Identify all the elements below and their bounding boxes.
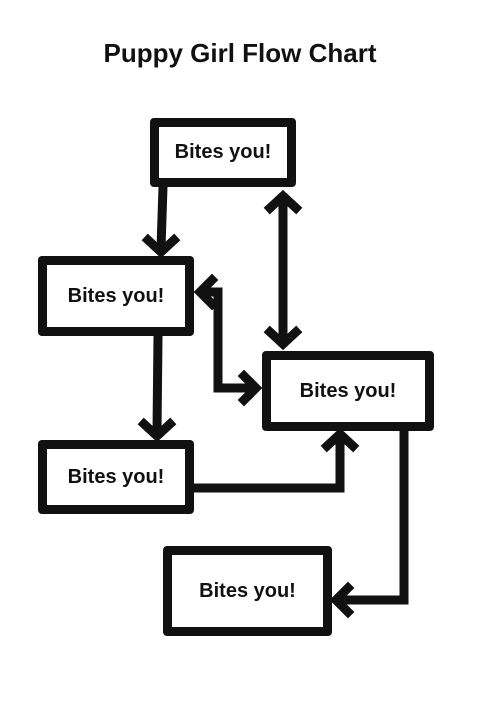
arrowhead-right-icon xyxy=(237,369,263,407)
arrowhead-down-icon xyxy=(137,417,177,443)
flow-node-4: Bites you! xyxy=(38,440,194,514)
flow-node-label: Bites you! xyxy=(299,379,397,402)
flow-node-label: Bites you! xyxy=(199,579,296,602)
arrowhead-left-icon xyxy=(193,273,219,311)
edge-b1-to-b2 xyxy=(156,182,168,253)
edge-b3-to-b5 xyxy=(335,426,409,605)
flow-node-1: Bites you! xyxy=(150,118,296,187)
arrowhead-down-icon xyxy=(141,233,181,259)
edge-b4-to-b3 xyxy=(189,435,345,493)
flow-node-label: Bites you! xyxy=(67,284,165,307)
page-title: Puppy Girl Flow Chart xyxy=(103,38,377,68)
flow-node-3: Bites you! xyxy=(262,351,434,431)
arrowhead-up-icon xyxy=(263,189,303,215)
flow-node-label: Bites you! xyxy=(174,141,272,163)
arrowhead-down-icon xyxy=(263,325,303,351)
edge-b2-to-b4 xyxy=(152,331,163,437)
edge-b2-to-b3 xyxy=(198,287,257,393)
flow-node-5: Bites you! xyxy=(163,546,332,636)
arrowhead-up-icon xyxy=(320,427,360,453)
arrowhead-left-icon xyxy=(329,581,355,619)
flow-node-label: Bites you! xyxy=(67,465,165,488)
flow-node-2: Bites you! xyxy=(38,256,194,336)
